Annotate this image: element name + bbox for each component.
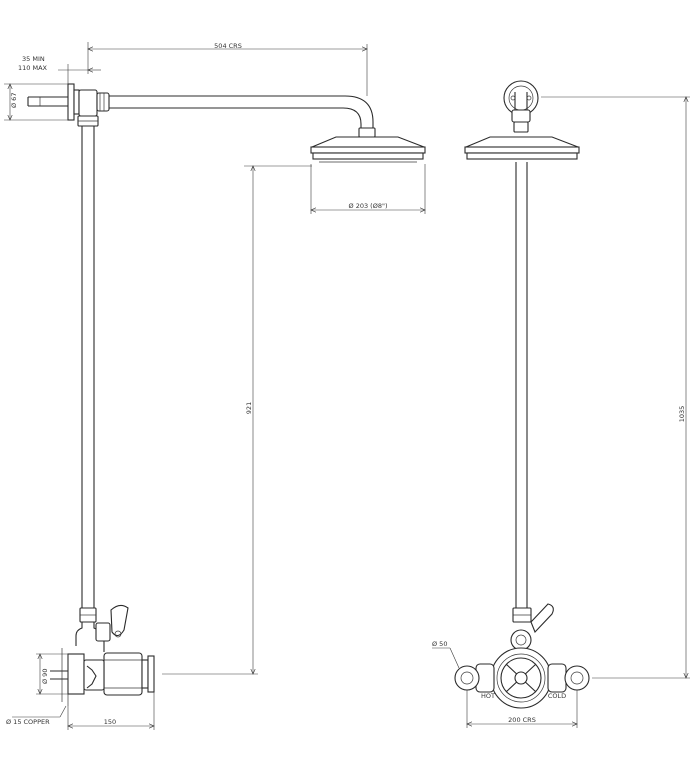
label-cold: COLD [548,692,566,700]
dim-centres-top: 504 CRS [214,42,242,50]
arm-nut [358,127,376,138]
dim-hub-dia: Ø 50 [432,640,447,648]
dim-centres-bottom: 200 CRS [508,716,536,724]
shower-arm [109,95,374,130]
dim-depth: 150 [104,718,116,726]
dimension-150: 150 [68,692,154,730]
dimension-bracket: Ø 67 [4,84,68,120]
dimension-wall: 35 MIN 110 MAX [18,55,101,84]
dim-bracket-dia: Ø 67 [10,93,18,108]
dimension-head: Ø 203 (Ø8") [311,164,425,214]
tee-fitting [77,89,110,127]
valve-side [50,604,155,706]
dim-valve-dia: Ø 90 [41,669,49,684]
front-view: HOT COLD 1035 Ø 50 200 CRS [432,80,690,728]
dim-height-side: 921 [245,402,253,414]
dimension-921: 921 [162,166,312,674]
dimension-valve: Ø 90 [36,654,68,694]
shower-head-side [310,136,426,163]
front-wall-bracket [503,80,539,133]
dim-copper: Ø 15 COPPER [6,718,50,726]
front-riser-pipe [515,162,528,608]
dim-wall-min: 35 MIN [22,55,45,63]
dimension-hub: Ø 50 [432,640,460,669]
riser-pipe [81,126,95,608]
dimension-copper: Ø 15 COPPER [6,705,67,726]
dimension-1035: 1035 [541,97,690,678]
wall-bracket [27,83,80,121]
side-view: 504 CRS 35 MIN 110 MAX Ø 67 Ø 203 (Ø8") … [4,42,425,730]
dim-head-dia: Ø 203 (Ø8") [349,202,388,210]
dimension-504: 504 CRS [88,42,367,96]
label-hot: HOT [481,692,495,700]
dimension-200: 200 CRS [467,690,577,728]
dim-wall-max: 110 MAX [18,64,48,72]
shower-head-front [464,136,580,160]
valve-front: HOT COLD [454,603,590,709]
dim-height-front: 1035 [678,406,686,423]
